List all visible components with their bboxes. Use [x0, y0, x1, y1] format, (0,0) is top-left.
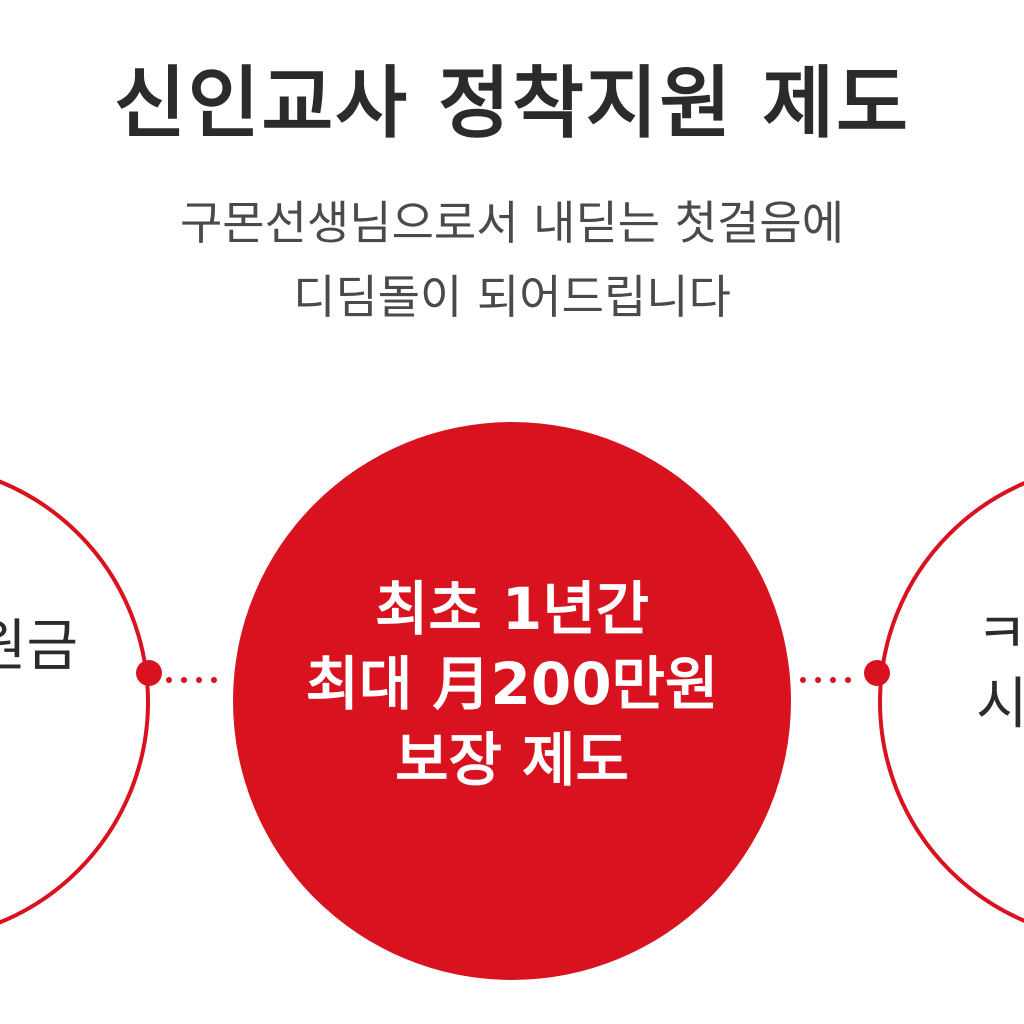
- center-benefit-line-1: 최초 1년간: [375, 575, 649, 643]
- left-benefit-circle: [0, 462, 150, 942]
- right-benefit-text: ㅋ 시: [976, 600, 1024, 740]
- subtitle-line-2: 디딤돌이 되어드립니다: [293, 270, 731, 324]
- left-connector-dot: [136, 660, 162, 686]
- left-benefit-text: 원금: [0, 614, 78, 679]
- right-benefit-line-1: ㅋ: [976, 602, 1024, 667]
- center-benefit-circle: 최초 1년간 최대 月200만원 보장 제도: [233, 422, 791, 980]
- subtitle-line-1: 구몬선생님으로서 내딛는 첫걸음에: [179, 196, 845, 250]
- page-title: 신인교사 정착지원 제도: [114, 59, 910, 149]
- right-benefit-line-2: 시: [976, 672, 1024, 737]
- right-connector-dot: [864, 660, 890, 686]
- center-benefit-line-2: 최대 月200만원: [305, 650, 719, 719]
- center-benefit-text: 최초 1년간 최대 月200만원 보장 제도: [233, 572, 791, 798]
- left-connector-dots: [166, 668, 228, 683]
- right-connector-dots: [800, 668, 862, 683]
- center-benefit-line-3: 보장 제도: [395, 725, 629, 794]
